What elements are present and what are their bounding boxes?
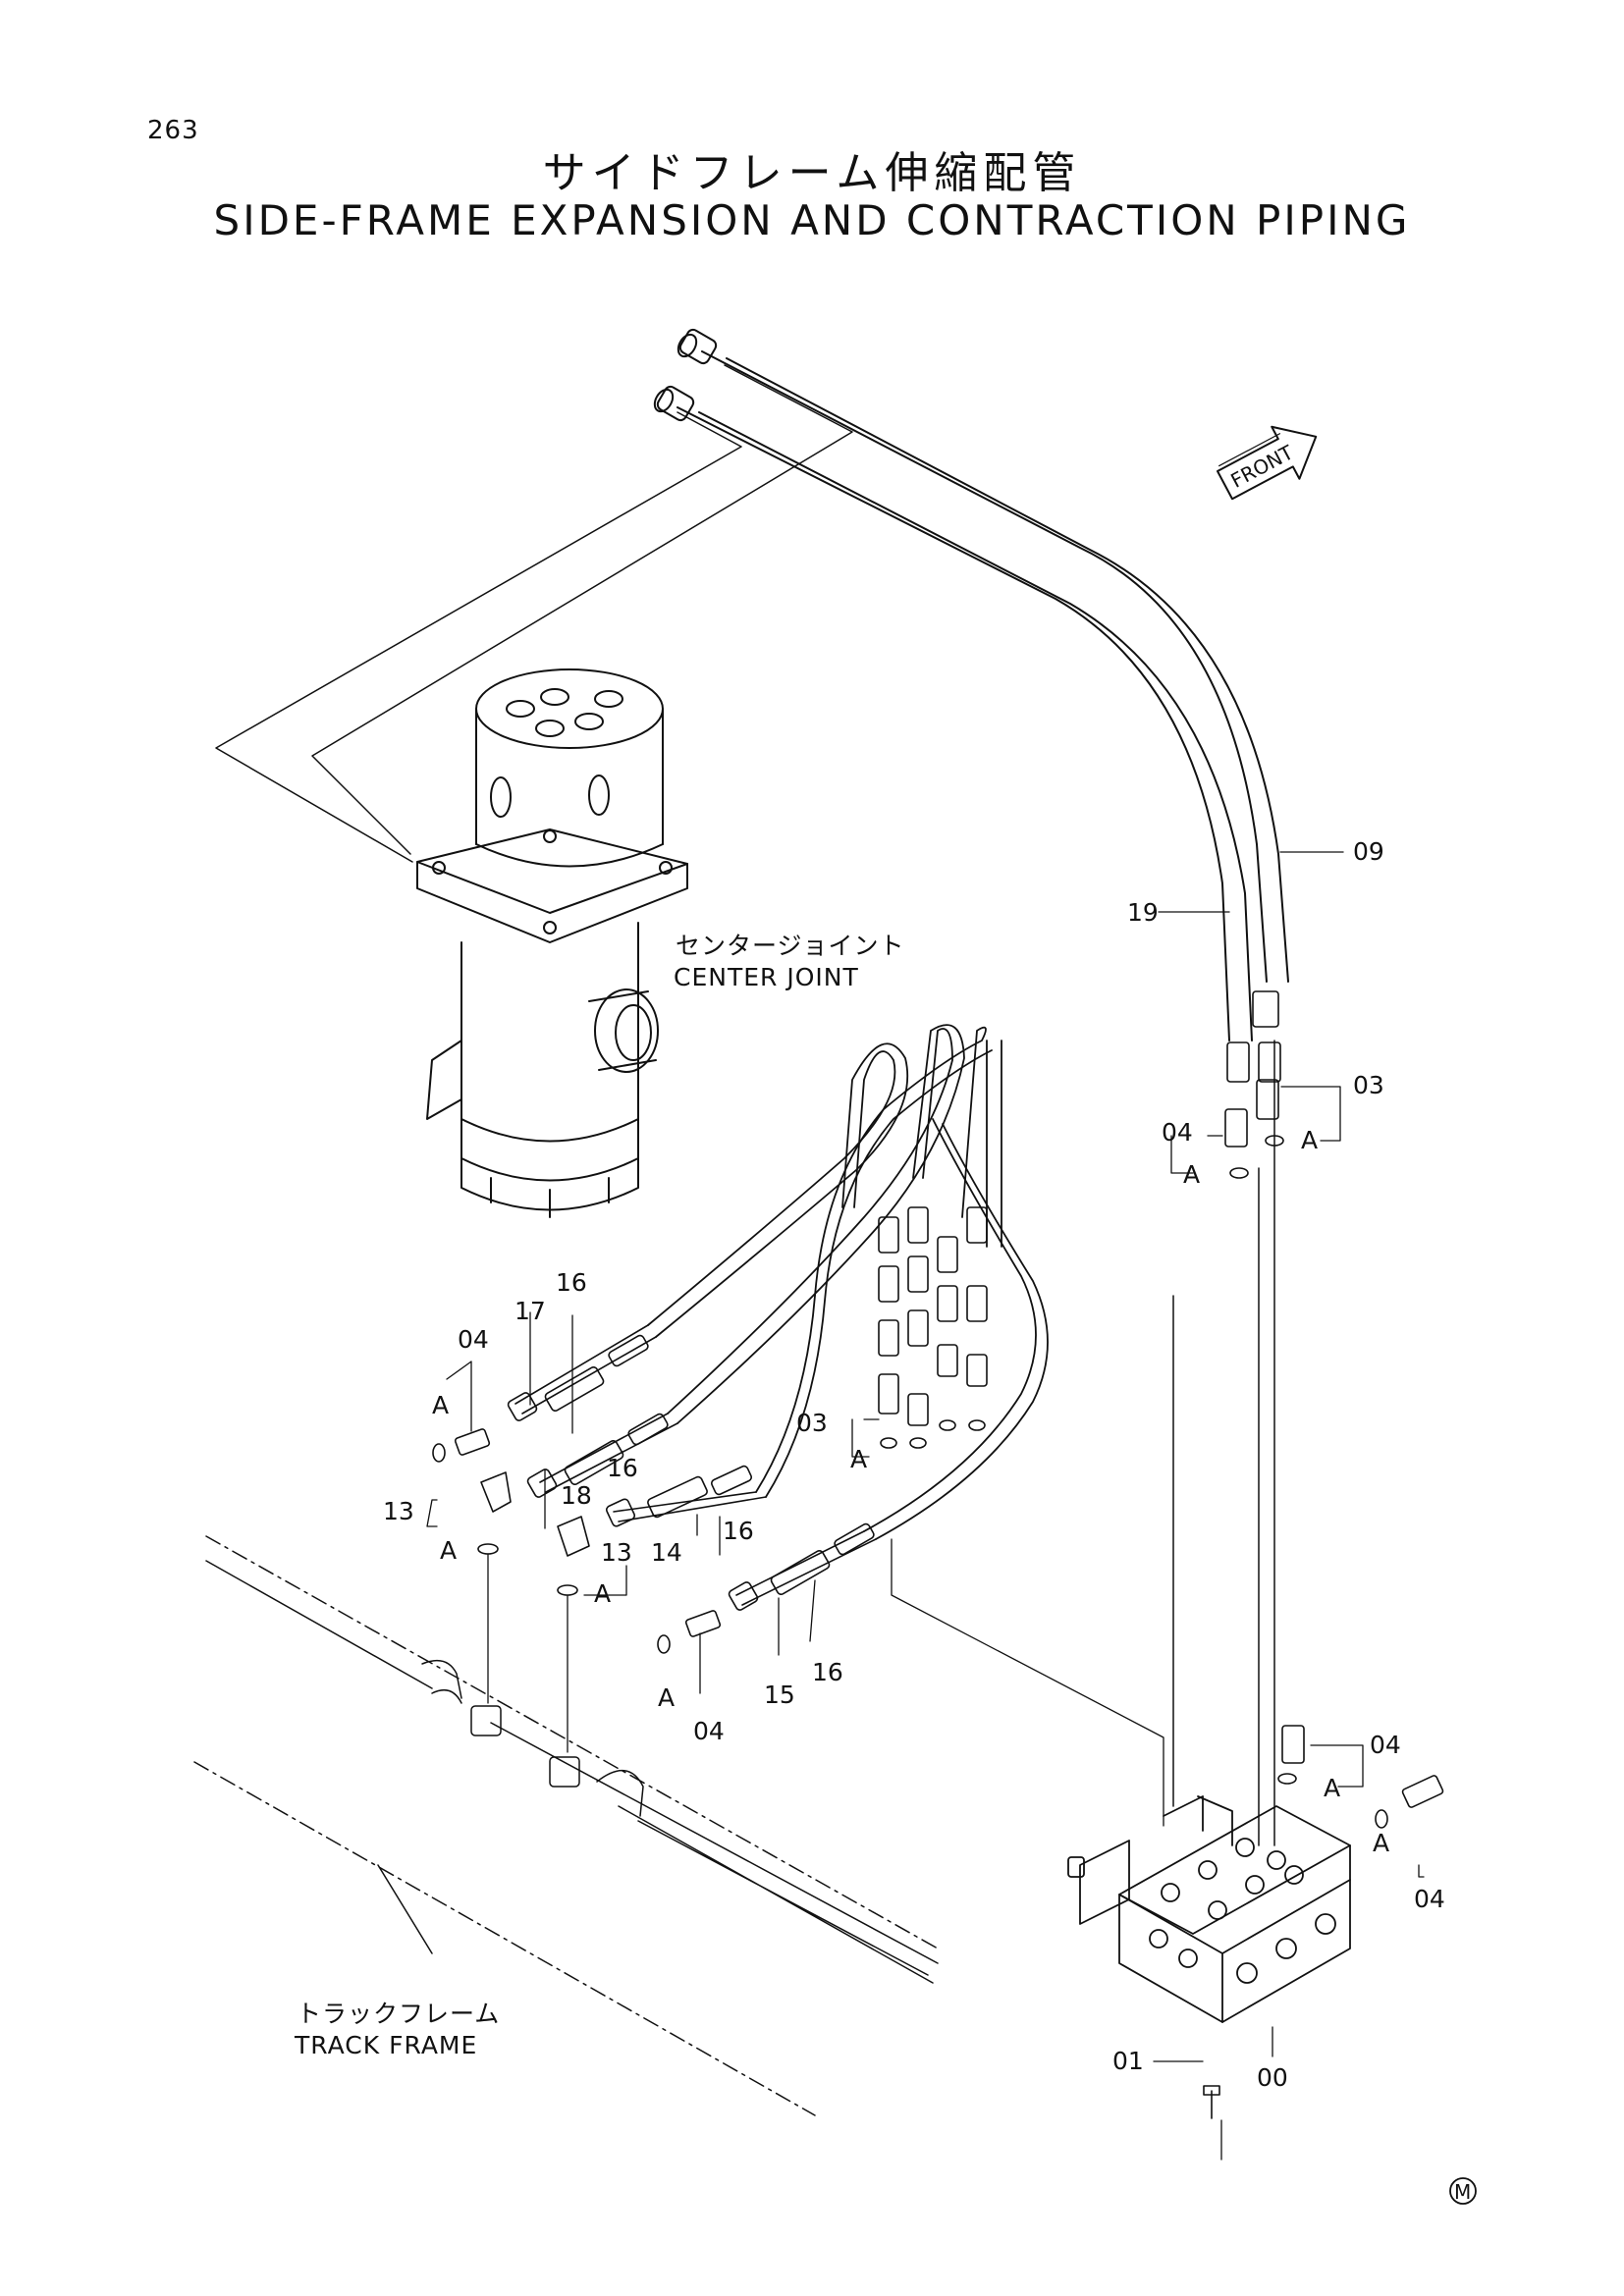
long-hoses [677,350,1289,1041]
manufacturer-mark-icon: M [1449,2177,1477,2205]
callout-a-manifold: A [1324,1774,1340,1802]
callout-leaders [426,851,1425,2062]
hose-assembly-17-16 [507,1324,657,1421]
manifold-fittings [1203,1725,1444,2161]
callout-16-mid: 16 [607,1454,638,1482]
center-joint-label-en: CENTER JOINT [674,963,859,991]
callout-16-lower: 16 [723,1517,754,1545]
callout-a-04-lower: A [658,1683,675,1712]
adapter-04-lower [657,1610,722,1654]
callout-00: 00 [1257,2063,1288,2092]
center-joint [416,668,688,1218]
callout-13-upper: 13 [383,1497,414,1525]
callout-16-top: 16 [556,1268,587,1297]
callout-17: 17 [514,1297,546,1325]
callout-a-13-upper: A [440,1536,457,1565]
callout-a-right: A [1373,1829,1389,1857]
callout-04-left: 04 [458,1325,489,1354]
track-frame [193,1535,939,2116]
callout-a-upper-left: A [1183,1160,1200,1189]
callout-04-upper: 04 [1162,1118,1193,1147]
page-number: 263 [147,116,199,145]
title-english: SIDE-FRAME EXPANSION AND CONTRACTION PIP… [213,196,1411,244]
hose-assembly-18-16 [526,1413,678,1498]
callout-15: 15 [764,1681,795,1709]
hose-assembly-14-16 [605,1465,767,1527]
callout-13-lower: 13 [601,1538,632,1567]
hose-assembly-15-16 [728,1522,877,1611]
leader-center-joint [215,364,853,863]
footer-mark: M [1454,2180,1471,2204]
callout-19: 19 [1127,898,1159,927]
elbow-13-lower [557,1516,590,1596]
manifold-block [1067,1040,1351,2023]
fittings-03-04-upper [1224,990,1284,1179]
center-joint-label-jp: センタージョイント [676,932,905,960]
callout-a-03-mid: A [850,1445,867,1473]
callout-03-upper: 03 [1353,1071,1384,1099]
callout-04-lower: 04 [693,1717,725,1745]
callout-04-right: 04 [1414,1885,1445,1913]
front-arrow-icon: FRONT [1217,425,1318,501]
track-frame-label-en: TRACK FRAME [294,2031,477,2059]
track-frame-label-jp: トラックフレーム [297,2000,500,2028]
callout-09: 09 [1353,837,1384,866]
callout-16-bottom: 16 [812,1658,843,1686]
leader-manifold-bundle [891,1538,1164,1827]
adapter-04-left [432,1428,491,1463]
callout-18: 18 [561,1481,592,1510]
callout-a-upper-right: A [1301,1126,1318,1154]
callout-a-13-lower: A [594,1579,611,1608]
title-japanese: サイドフレーム伸縮配管 [542,148,1082,198]
callout-03-mid: 03 [796,1409,828,1437]
elbow-13-upper [477,1471,512,1555]
hose-bundle [647,1024,1049,1540]
top-fittings [653,328,718,422]
callout-01: 01 [1112,2047,1144,2075]
bundle-fittings [878,1206,988,1449]
callout-14: 14 [651,1538,682,1567]
callout-04-manifold: 04 [1370,1731,1401,1759]
callout-a-left: A [432,1391,449,1419]
